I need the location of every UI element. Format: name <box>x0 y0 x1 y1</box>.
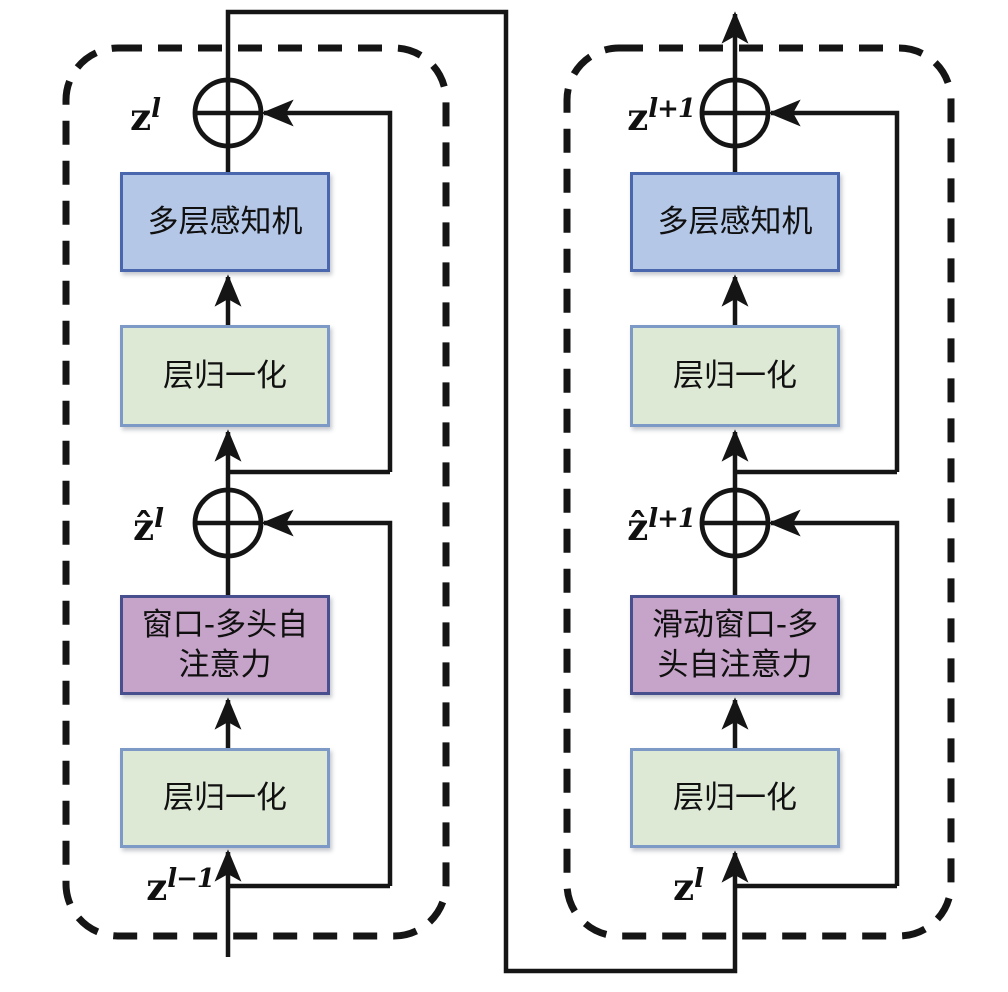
right-output-add-plus <box>702 80 768 146</box>
right-output-label: zl+1 <box>552 94 696 139</box>
right-output-label-sup: l+1 <box>648 94 696 124</box>
left-window-msa-label-line1: 窗口-多头自 <box>141 606 309 643</box>
left-layernorm-upper-box: 层归一化 <box>120 325 330 427</box>
left-upper-residual-arrow <box>261 99 393 472</box>
left-output-label-sup: l <box>151 94 161 124</box>
block-connector-arrow <box>225 9 749 974</box>
right-output-label-base: z <box>627 95 649 139</box>
right-upper-residual-arrow <box>768 99 900 472</box>
right-layernorm-lower-box: 层归一化 <box>630 748 840 848</box>
left-output-label-base: z <box>130 95 152 139</box>
left-window-msa-label-line2: 注意力 <box>178 647 272 683</box>
left-input-label-base: z <box>146 865 168 909</box>
left-window-msa-box: 窗口-多头自 注意力 <box>120 595 330 695</box>
right-shifted-window-msa-label: 滑动窗口-多 头自注意力 <box>652 605 818 686</box>
right-shifted-window-msa-label-line1: 滑动窗口-多 <box>651 606 819 643</box>
right-block-outline <box>563 44 955 940</box>
right-mlp-box: 多层感知机 <box>630 172 840 272</box>
left-hidden-label-base: ẑ <box>133 505 155 549</box>
right-shifted-window-msa-label-line2: 头自注意力 <box>657 647 813 683</box>
left-mid-add-plus <box>195 490 261 556</box>
right-lower-residual-arrow <box>768 509 900 886</box>
right-input-label-sup: l <box>694 864 704 894</box>
left-hidden-label-sup: l <box>154 504 164 534</box>
left-output-add-plus <box>195 80 261 146</box>
right-hidden-label: ẑl+1 <box>548 504 696 549</box>
left-layernorm-lower-box: 层归一化 <box>120 748 330 848</box>
left-block-outline <box>62 44 450 940</box>
right-hidden-label-base: ẑ <box>627 505 649 549</box>
right-hidden-label-sup: l+1 <box>648 504 696 534</box>
left-window-msa-label: 窗口-多头自 注意力 <box>142 605 308 686</box>
left-input-label: zl−1 <box>58 864 215 909</box>
left-lower-residual-arrow <box>261 509 393 886</box>
right-input-label-base: z <box>673 865 695 909</box>
right-shifted-window-msa-box: 滑动窗口-多 头自注意力 <box>630 595 840 695</box>
right-input-label: zl <box>600 864 704 909</box>
left-mlp-box: 多层感知机 <box>120 172 330 272</box>
left-hidden-label: ẑl <box>58 504 164 549</box>
right-mid-add-plus <box>702 490 768 556</box>
right-layernorm-upper-box: 层归一化 <box>630 325 840 427</box>
left-input-label-sup: l−1 <box>167 864 215 894</box>
left-output-label: zl <box>60 94 161 139</box>
